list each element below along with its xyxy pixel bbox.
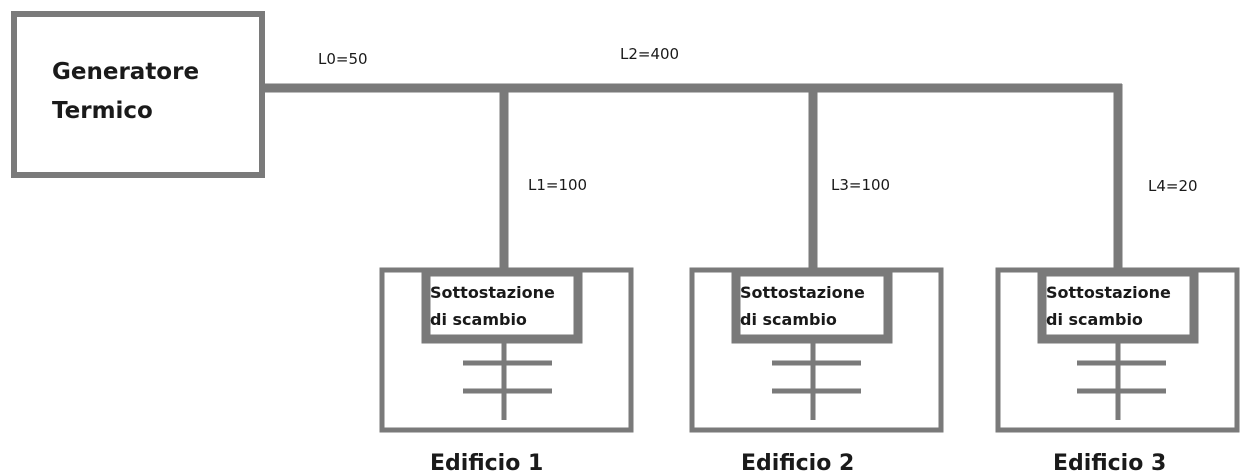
generator-box <box>11 11 265 178</box>
generator-block: Generatore Termico <box>11 11 265 178</box>
pipe-label-l3: L3=100 <box>831 176 890 194</box>
substation-box <box>421 267 583 344</box>
pipe-label-l4: L4=20 <box>1148 177 1198 195</box>
pipe-label-l2: L2=400 <box>620 45 679 63</box>
generator-label-line2: Termico <box>52 98 153 124</box>
building-1: Sottostazione di scambio Edificio 1 <box>379 267 634 475</box>
substation-label-line2: di scambio <box>430 310 527 329</box>
building-label: Edificio 3 <box>1053 451 1166 475</box>
building-3: Sottostazione di scambio Edificio 3 <box>995 267 1240 475</box>
substation-label-line1: Sottostazione <box>1046 283 1171 302</box>
substation-box <box>731 267 893 344</box>
pipe-label-l1: L1=100 <box>528 176 587 194</box>
substation-label-line2: di scambio <box>1046 310 1143 329</box>
generator-label-line1: Generatore <box>52 59 199 85</box>
pipe-label-l0: L0=50 <box>318 50 368 68</box>
substation-box <box>1037 267 1199 344</box>
building-label: Edificio 2 <box>741 451 854 475</box>
building-label: Edificio 1 <box>430 451 543 475</box>
substation-label-line2: di scambio <box>740 310 837 329</box>
building-2: Sottostazione di scambio Edificio 2 <box>689 267 944 475</box>
substation-label-line1: Sottostazione <box>740 283 865 302</box>
substation-label-line1: Sottostazione <box>430 283 555 302</box>
